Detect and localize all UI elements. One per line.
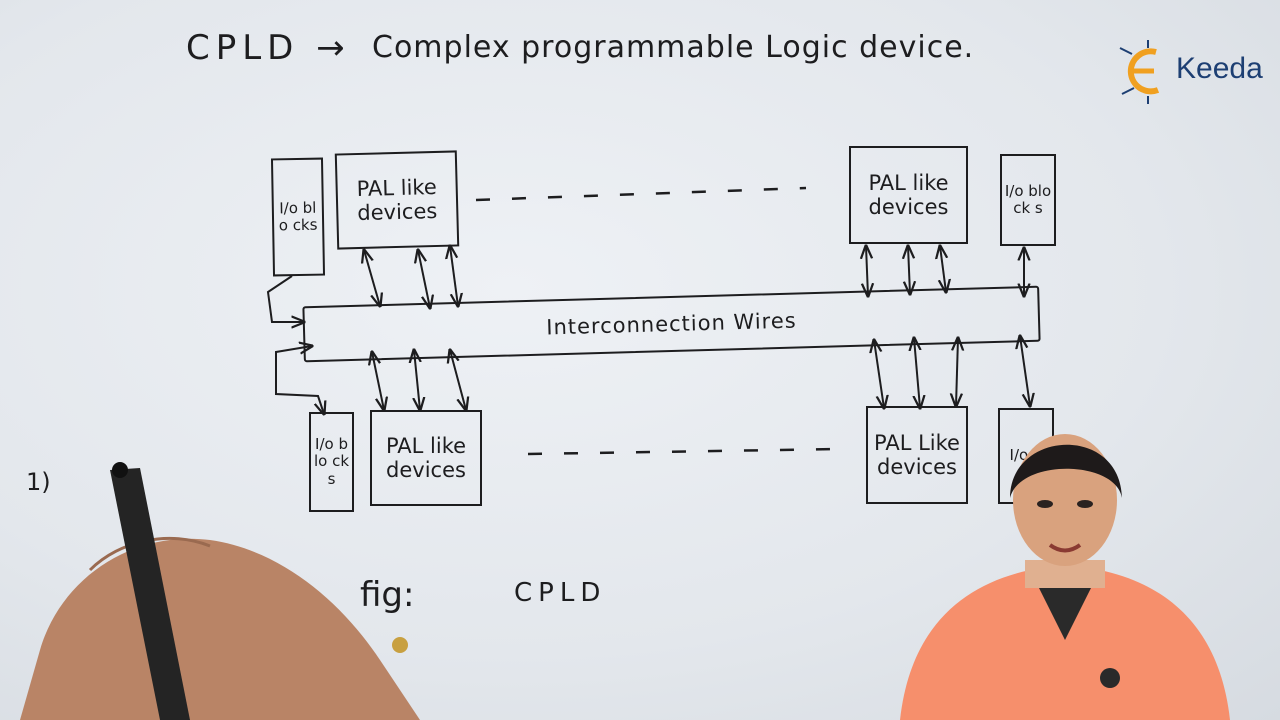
io-block-top-right: I/o block s	[1000, 154, 1056, 246]
pen-icon	[20, 450, 440, 720]
presenter	[880, 410, 1240, 720]
io-block-top-left: I/o blo cks	[271, 158, 325, 277]
pal-device-top-left: PAL like devices	[335, 150, 459, 249]
pal-device-top-right: PAL like devices	[849, 146, 968, 244]
figure-name: CPLD	[514, 578, 606, 608]
bus-label: Interconnection Wires	[546, 309, 797, 340]
